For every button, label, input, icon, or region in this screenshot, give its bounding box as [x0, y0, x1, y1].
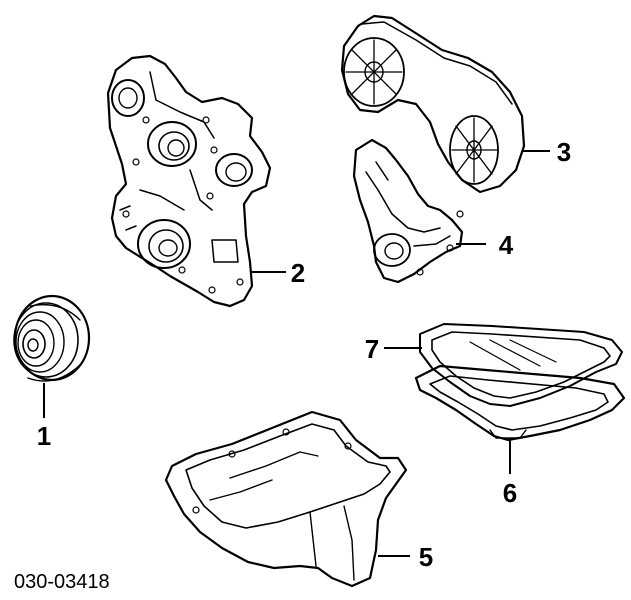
callout-1: 1	[37, 421, 51, 451]
crankshaft-pulley-drawing	[13, 294, 91, 382]
callout-2: 2	[291, 258, 305, 288]
callout-5: 5	[419, 542, 433, 572]
callout-7: 7	[365, 334, 379, 364]
upper-oil-pan-drawing	[164, 410, 408, 588]
lower-oil-pan-drawing	[414, 364, 626, 442]
oil-pan-gasket-drawing	[419, 323, 623, 407]
callout-3: 3	[557, 137, 571, 167]
diagram-code: 030-03418	[14, 571, 110, 593]
callout-4: 4	[499, 230, 514, 260]
front-cover-drawing	[106, 54, 272, 308]
lower-timing-cover-drawing	[352, 138, 464, 284]
upper-timing-cover-drawing	[340, 14, 526, 194]
callout-6: 6	[503, 478, 517, 508]
